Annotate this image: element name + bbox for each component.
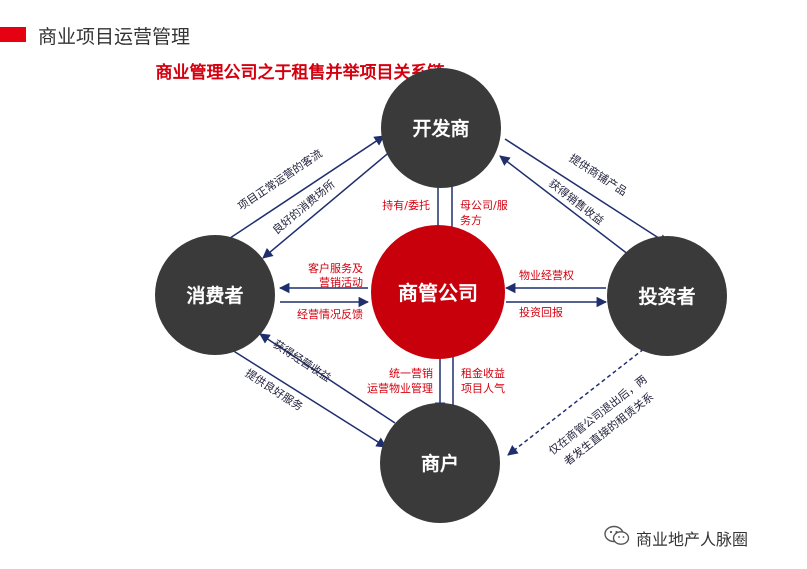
label-investor-to-center: 物业经营权	[519, 268, 574, 282]
label-merchant-to-consumer: 获得经营收益	[271, 337, 334, 385]
arrow-merchant-to-consumer	[259, 333, 396, 424]
node-merchant-label: 商户	[421, 452, 459, 475]
arrow-consumer-to-developer	[208, 135, 385, 253]
header-accent-bar	[0, 27, 26, 42]
label-developer-to-investor: 提供商铺产品	[567, 151, 630, 199]
node-merchant: 商户	[380, 403, 500, 523]
node-investor-label: 投资者	[638, 285, 695, 308]
arrow-consumer-to-merchant	[212, 337, 387, 448]
label-merchant-to-center-line2: 项目人气	[461, 381, 505, 395]
label-consumer-to-center: 经营情况反馈	[297, 307, 363, 321]
label-developer-to-center-line1: 母公司/服	[460, 199, 508, 212]
dashed-arrow-investor-merchant	[507, 340, 655, 456]
label-center-to-merchant-line1: 统一营销	[389, 366, 433, 380]
label-developer-to-center-line2: 务方	[460, 213, 482, 227]
page-title: 商业项目运营管理	[38, 26, 191, 48]
label-center-to-consumer-line2: 营销活动	[319, 275, 363, 289]
node-investor: 投资者	[607, 236, 727, 356]
node-consumer-label: 消费者	[186, 284, 243, 307]
node-developer-label: 开发商	[412, 117, 469, 140]
label-center-to-consumer-line1: 客户服务及	[308, 261, 363, 275]
node-developer: 开发商	[381, 68, 501, 188]
label-center-to-merchant-line2: 运营物业管理	[367, 381, 433, 395]
node-center: 商管公司	[371, 225, 505, 359]
arrow-investor-to-developer	[499, 155, 634, 259]
node-center-label: 商管公司	[398, 281, 478, 305]
diagram-title: 商业管理公司之于租售并举项目关系链	[155, 63, 445, 83]
arrow-developer-to-investor	[504, 138, 669, 245]
label-center-to-developer: 持有/委托	[382, 198, 430, 212]
node-consumer: 消费者	[155, 235, 275, 355]
arrow-developer-to-consumer	[262, 149, 393, 259]
label-merchant-to-center-line1: 租金收益	[461, 366, 505, 380]
watermark: 商业地产人脉圈	[604, 525, 748, 551]
label-center-to-investor: 投资回报	[519, 305, 563, 319]
wechat-icon	[604, 525, 630, 551]
label-investor-to-developer: 获得销售收益	[546, 176, 607, 228]
watermark-text: 商业地产人脉圈	[636, 530, 749, 549]
